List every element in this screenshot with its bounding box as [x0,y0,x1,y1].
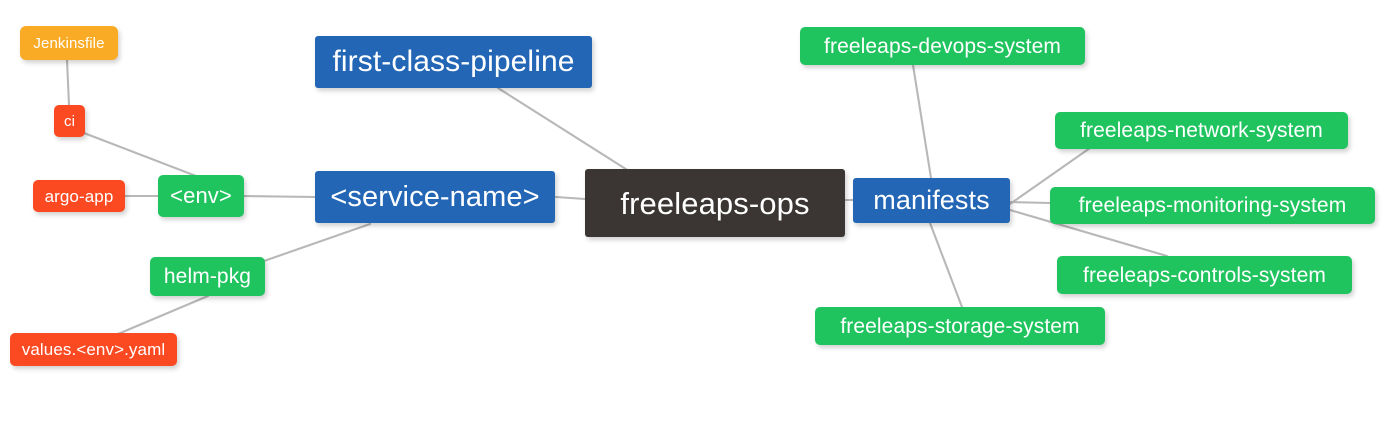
node-ci-label: ci [63,112,76,130]
node-controls-system[interactable]: freeleaps-controls-system [1057,256,1352,294]
node-network-system-label: freeleaps-network-system [1080,119,1323,142]
edge-manifests-devops-system [911,63,933,180]
node-env[interactable]: <env> [158,175,244,217]
node-network-system[interactable]: freeleaps-network-system [1055,112,1348,149]
node-jenkinsfile[interactable]: Jenkinsfile [20,26,118,60]
node-values-yaml[interactable]: values.<env>.yaml [10,333,177,366]
node-argo-app[interactable]: argo-app [33,180,125,212]
node-first-class-pipeline[interactable]: first-class-pipeline [315,36,592,88]
edge-helm-pkg-values-yaml [116,294,210,336]
edge-service-name-env [241,194,317,199]
node-storage-system[interactable]: freeleaps-storage-system [815,307,1105,345]
node-monitoring-system[interactable]: freeleaps-monitoring-system [1050,187,1375,224]
node-ci[interactable]: ci [54,105,85,137]
node-devops-system[interactable]: freeleaps-devops-system [800,27,1085,65]
edge-env-ci [82,131,198,178]
node-storage-system-label: freeleaps-storage-system [840,314,1080,338]
node-root-label: freeleaps-ops [620,185,810,221]
node-manifests[interactable]: manifests [853,178,1010,223]
edge-manifests-monitoring-system [1008,200,1052,205]
edge-manifests-storage-system [928,221,964,309]
edge-ci-jenkinsfile [65,58,71,107]
node-env-label: <env> [170,183,232,208]
node-jenkinsfile-label: Jenkinsfile [33,34,105,52]
edge-root-first-class-pipeline [496,86,642,180]
node-controls-system-label: freeleaps-controls-system [1083,263,1326,287]
edge-root-service-name [554,195,587,201]
node-service-name[interactable]: <service-name> [315,171,555,223]
node-values-yaml-label: values.<env>.yaml [21,340,166,359]
node-devops-system-label: freeleaps-devops-system [824,34,1061,58]
node-helm-pkg-label: helm-pkg [163,265,252,288]
node-root-freeleaps-ops[interactable]: freeleaps-ops [585,169,845,237]
node-helm-pkg[interactable]: helm-pkg [150,257,265,296]
edge-service-name-helm-pkg [262,222,372,263]
node-service-name-label: <service-name> [330,180,540,213]
node-monitoring-system-label: freeleaps-monitoring-system [1078,194,1347,217]
node-argo-app-label: argo-app [44,186,114,206]
node-manifests-label: manifests [873,185,990,215]
node-first-class-pipeline-label: first-class-pipeline [332,45,575,78]
